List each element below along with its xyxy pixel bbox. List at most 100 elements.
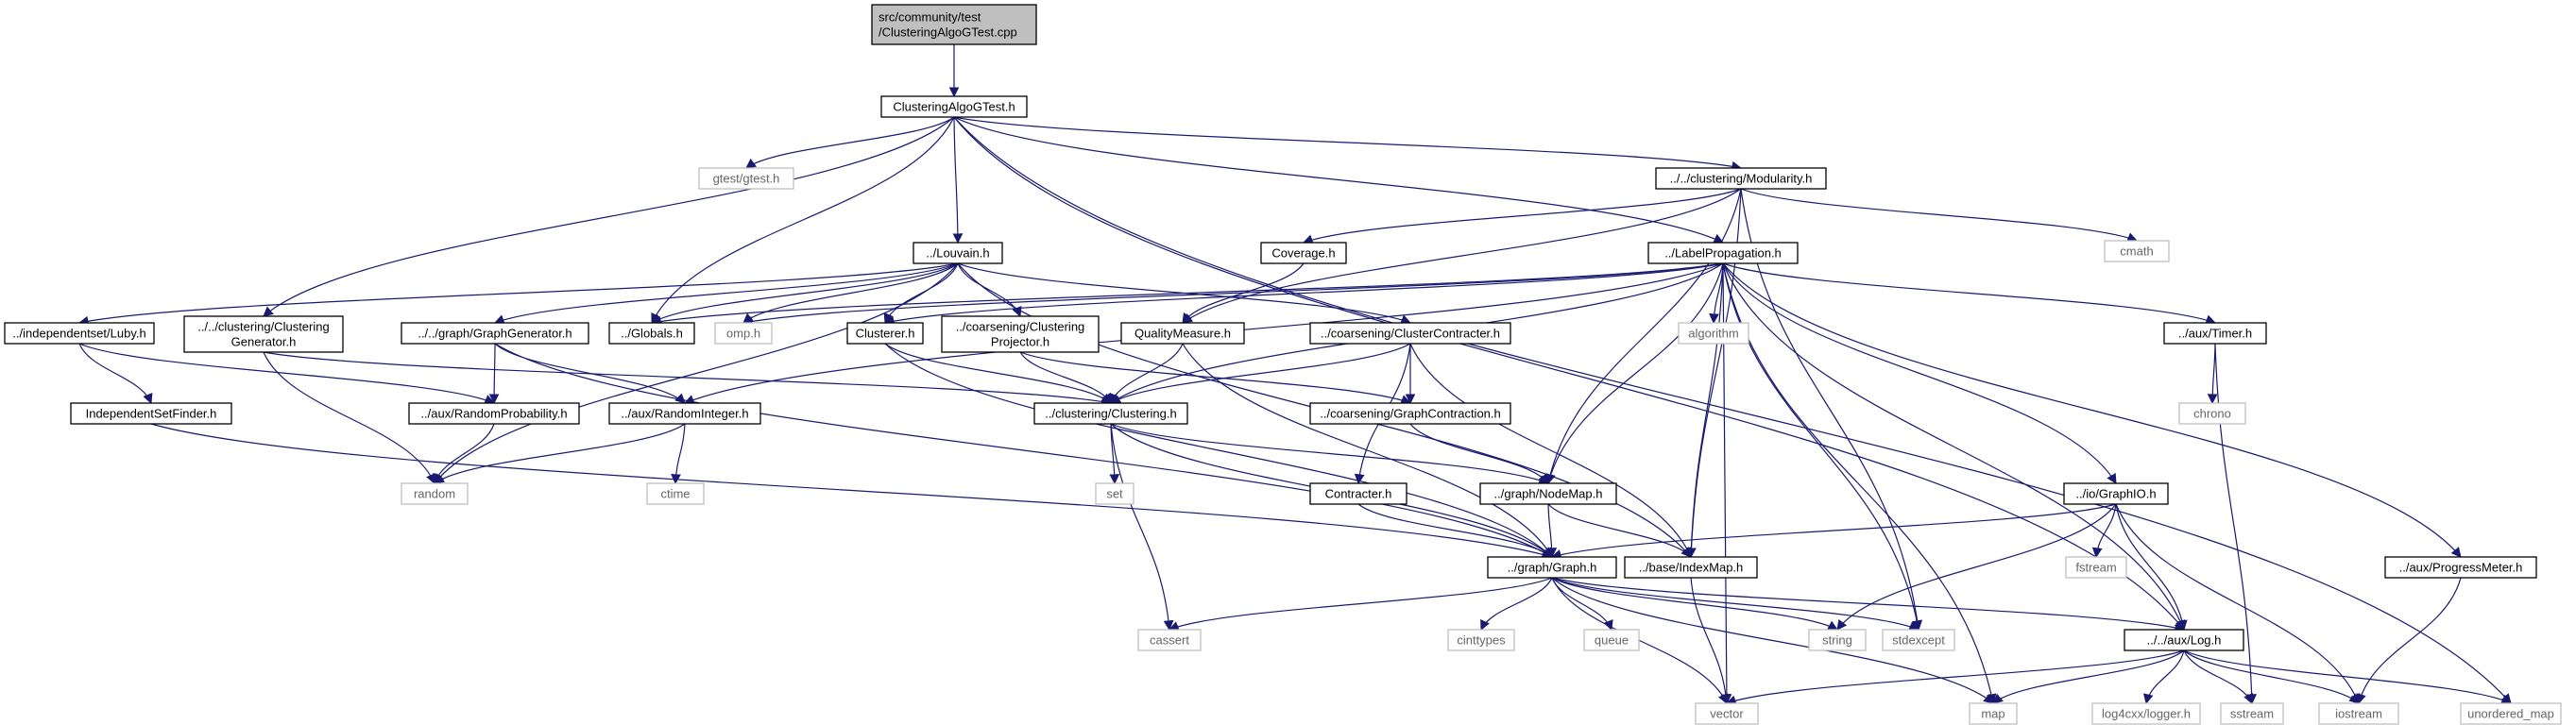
node-map[interactable]: map	[1969, 702, 2018, 725]
edge-louvain-to-random	[434, 262, 959, 484]
edge-cagt-to-lp	[953, 116, 1724, 244]
node-root[interactable]: src/community/test/ClusteringAlgoGTest.c…	[871, 4, 1037, 45]
node-random[interactable]: random	[401, 482, 469, 505]
node-clusterer[interactable]: Clusterer.h	[846, 322, 924, 345]
node-box	[1447, 629, 1515, 651]
node-timer[interactable]: ../aux/Timer.h	[2163, 322, 2267, 345]
node-umap[interactable]: unordered_map	[2460, 702, 2562, 725]
node-algorithm[interactable]: algorithm	[1678, 322, 1749, 345]
edge-lp-to-progress	[1722, 262, 2462, 558]
node-label: ../base/IndexMap.h	[1639, 561, 1744, 575]
edge-log-to-log4cxx	[2143, 649, 2185, 705]
node-gtest[interactable]: gtest/gtest.h	[698, 167, 794, 190]
edge-lp-to-indexmap	[1685, 262, 1724, 559]
node-label: ../io/GraphIO.h	[2075, 487, 2156, 501]
node-label: ../../graph/GraphGenerator.h	[418, 327, 571, 341]
node-cmath[interactable]: cmath	[2104, 240, 2170, 262]
edge-ccontr-to-indexmap	[1409, 343, 1693, 558]
edge-qm-to-graph	[1182, 343, 1553, 558]
node-cassert[interactable]: cassert	[1137, 629, 1202, 651]
node-randprob[interactable]: ../aux/RandomProbability.h	[408, 402, 580, 425]
node-box	[698, 167, 794, 190]
node-cagt[interactable]: ClusteringAlgoGTest.h	[880, 95, 1028, 118]
node-progress[interactable]: ../aux/ProgressMeter.h	[2384, 556, 2537, 579]
node-box	[183, 315, 344, 353]
node-fstream[interactable]: fstream	[2065, 556, 2127, 579]
node-label: string	[1822, 633, 1852, 648]
node-label: ../Louvain.h	[926, 246, 989, 261]
node-box	[913, 242, 1003, 264]
node-indexmap[interactable]: ../base/IndexMap.h	[1624, 556, 1758, 579]
node-box	[70, 402, 232, 425]
node-clustering[interactable]: ../clustering/Clustering.h	[1033, 402, 1188, 425]
node-label: ../LabelPropagation.h	[1664, 246, 1782, 261]
node-label: set	[1106, 487, 1123, 501]
node-label: ../coarsening/GraphContraction.h	[1320, 407, 1501, 421]
node-omp[interactable]: omp.h	[714, 322, 773, 345]
node-label: ../Globals.h	[621, 327, 683, 341]
node-log[interactable]: ../../aux/Log.h	[2124, 629, 2244, 651]
node-label: ../../clustering/Modularity.h	[1670, 172, 1813, 186]
edge-graph-to-stdexcept	[1551, 577, 1919, 632]
node-iostream[interactable]: iostream	[2318, 702, 2399, 725]
edge-log-to-umap	[2183, 649, 2512, 704]
node-nodemap[interactable]: ../graph/NodeMap.h	[1479, 482, 1617, 505]
node-box	[2065, 556, 2127, 579]
edges-layer	[77, 44, 2512, 705]
node-box	[2163, 322, 2267, 345]
node-coverage[interactable]: Coverage.h	[1260, 242, 1347, 264]
edge-mod-to-coverage	[1302, 188, 1742, 244]
node-label: cmath	[2120, 244, 2153, 259]
edge-cagt-to-umap	[953, 116, 2512, 704]
node-isf[interactable]: IndependentSetFinder.h	[70, 402, 232, 425]
node-label: fstream	[2075, 561, 2116, 575]
node-cinttypes[interactable]: cinttypes	[1447, 629, 1515, 651]
node-box	[2384, 556, 2537, 579]
edge-lp-to-omp	[742, 262, 1724, 327]
node-louvain[interactable]: ../Louvain.h	[913, 242, 1003, 264]
node-set[interactable]: set	[1095, 482, 1134, 505]
node-string[interactable]: string	[1808, 629, 1867, 651]
node-box	[2460, 702, 2562, 725]
node-mod[interactable]: ../../clustering/Modularity.h	[1655, 167, 1827, 190]
node-log4cxx[interactable]: log4cxx/logger.h	[2091, 702, 2201, 725]
node-vector[interactable]: vector	[1695, 702, 1759, 725]
edge-indexmap-to-vector	[1690, 577, 1732, 705]
node-contracter[interactable]: Contracter.h	[1309, 482, 1407, 505]
node-lp[interactable]: ../LabelPropagation.h	[1647, 242, 1799, 264]
node-randint[interactable]: ../aux/RandomInteger.h	[608, 402, 761, 425]
node-graphgen[interactable]: ../../graph/GraphGenerator.h	[401, 322, 589, 345]
node-chrono[interactable]: chrono	[2178, 402, 2246, 425]
edge-cagt-to-globals	[651, 116, 955, 324]
edge-lp-to-clusterer	[883, 262, 1724, 327]
edge-louvain-to-clproj	[957, 262, 1022, 318]
node-label: map	[1981, 707, 2005, 721]
node-globals[interactable]: ../Globals.h	[608, 322, 695, 345]
node-ctime[interactable]: ctime	[646, 482, 705, 505]
edge-clproj-to-gcontr	[1019, 351, 1412, 405]
node-queue[interactable]: queue	[1583, 629, 1640, 651]
node-qm[interactable]: QualityMeasure.h	[1120, 322, 1245, 345]
node-label: ctime	[660, 487, 690, 501]
node-label: chrono	[2193, 407, 2231, 421]
edge-nodemap-to-graph	[1546, 503, 1558, 559]
edge-graph-to-cassert	[1168, 577, 1553, 632]
node-graphio[interactable]: ../io/GraphIO.h	[2063, 482, 2169, 505]
edge-graph-to-cinttypes	[1480, 577, 1553, 631]
edge-mod-to-cmath	[1740, 188, 2139, 243]
node-graph[interactable]: ../graph/Graph.h	[1487, 556, 1617, 579]
edge-graphio-to-iostream	[2115, 503, 2361, 705]
node-ccontr[interactable]: ../coarsening/ClusterContracter.h	[1309, 322, 1511, 345]
node-gcontr[interactable]: ../coarsening/GraphContraction.h	[1309, 402, 1511, 425]
node-sstream[interactable]: sstream	[2220, 702, 2284, 725]
edge-clproj-to-clustering	[1019, 351, 1112, 404]
node-box	[1260, 242, 1347, 264]
node-indep[interactable]: ../independentset/Luby.h	[4, 322, 155, 345]
node-label: ../graph/NodeMap.h	[1494, 487, 1603, 501]
edge-cagt-to-mod	[953, 116, 1743, 172]
node-stdexcept[interactable]: stdexcept	[1882, 629, 1955, 651]
